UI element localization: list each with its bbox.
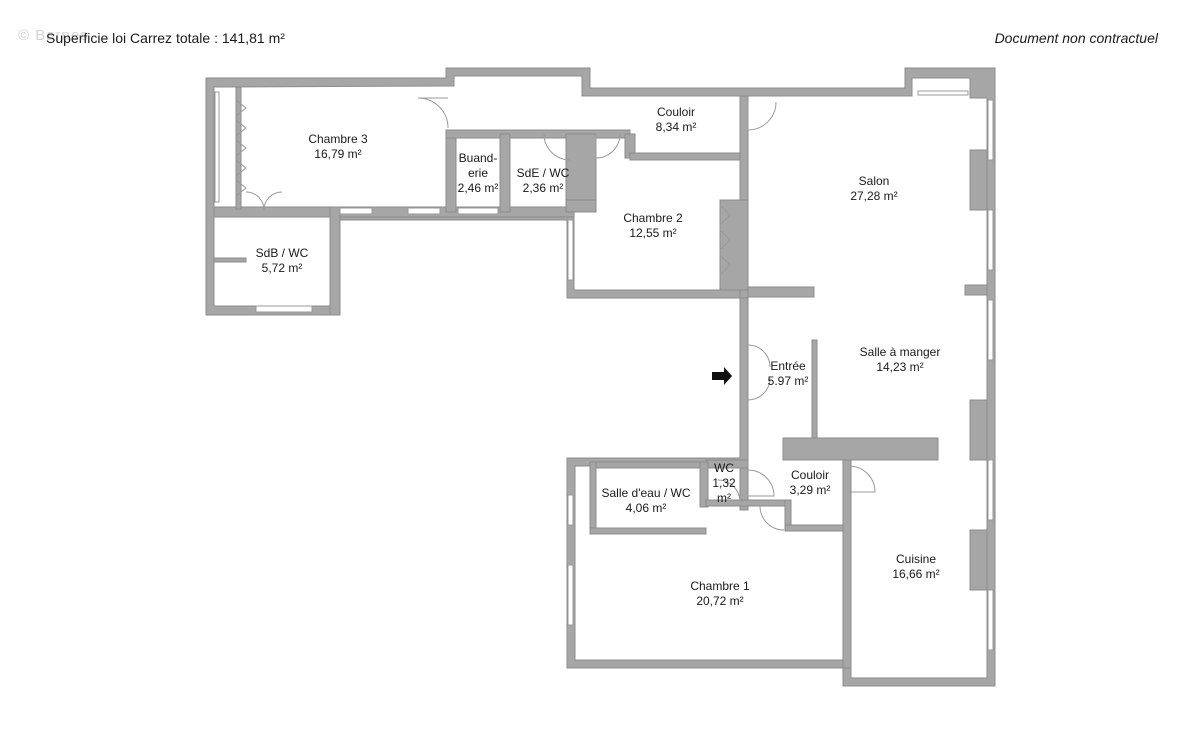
room-name-couloir1: Couloir [657,105,695,119]
room-labels: Chambre 3 16,79 m² Couloir 8,34 m² Buand… [256,105,941,608]
room-area-entree: 5.97 m² [768,374,809,388]
entrance-arrow-icon [712,367,732,385]
door [747,344,771,401]
room-name-entree: Entrée [770,359,806,373]
window [987,209,994,271]
wall [629,152,749,161]
wall [235,86,242,210]
wall [969,399,988,461]
room-name-salon: Salon [859,174,890,188]
room-name-sde-wc: SdE / WC [517,166,570,180]
room-area-salle-a-manger: 14,23 m² [876,360,923,374]
wall [811,339,818,441]
door [848,465,876,493]
windows [214,90,994,651]
watermark: © Barnes [18,27,89,44]
wall [969,149,988,211]
room-area-wc: 1,32 [712,476,736,490]
room-area-wc-unit: m² [717,491,731,505]
wall [213,206,575,218]
window [457,207,499,215]
disclaimer-label: Document non contractuel [994,30,1158,46]
window [567,564,574,626]
room-name-sdb-wc: SdB / WC [256,246,309,260]
wall [719,199,749,291]
window [987,299,994,361]
room-area-chambre2: 12,55 m² [629,226,676,240]
wall [445,129,457,213]
room-name-cuisine: Cuisine [896,552,936,566]
window [255,305,313,313]
window [407,207,441,215]
window [567,494,574,526]
door [759,505,785,531]
room-name-salle-eau: Salle d'eau / WC [602,486,691,500]
wall [213,257,247,263]
wall [964,284,988,296]
door [543,133,571,161]
room-area-couloir2: 3,29 m² [790,483,831,497]
wall [782,437,939,461]
wall [739,95,749,299]
total-area-label: Superficie loi Carrez totale : 141,81 m² [46,30,285,46]
room-area-salle-eau: 4,06 m² [626,501,667,515]
window [917,90,969,96]
doors [235,97,876,531]
window [987,99,994,161]
wall [329,206,341,316]
room-area-chambre1: 20,72 m² [696,594,743,608]
room-area-sdb-wc: 5,72 m² [262,261,303,275]
wall [589,461,707,469]
room-area-cuisine: 16,66 m² [892,567,939,581]
door [245,191,283,211]
closet-doors [235,99,247,197]
window [987,459,994,521]
wall [969,529,988,591]
wall [784,524,848,532]
room-name-couloir2: Couloir [791,468,829,482]
room-name-buanderie-2: erie [468,166,488,180]
wall [565,199,597,213]
room-area-buanderie: 2,46 m² [458,181,499,195]
window [339,207,373,215]
wall [842,459,852,669]
closet-doors [719,204,731,276]
wall [499,133,511,213]
room-name-wc: WC [714,461,734,475]
window [214,91,220,203]
room-name-chambre1: Chambre 1 [690,579,750,593]
window [987,589,994,651]
wall [699,461,709,508]
walls [205,67,996,687]
door [417,97,449,129]
wall [445,129,631,139]
door [747,469,775,497]
room-area-chambre3: 16,79 m² [314,147,361,161]
door [747,101,777,131]
door [717,479,741,503]
room-area-couloir1: 8,34 m² [656,120,697,134]
room-name-salle-a-manger: Salle à manger [860,345,941,359]
room-area-sde-wc: 2,36 m² [523,181,564,195]
window [567,219,574,281]
wall [589,527,707,535]
room-name-buanderie: Buand- [459,151,498,165]
door [595,133,621,159]
room-area-salon: 27,28 m² [850,189,897,203]
wall [747,286,815,298]
room-name-chambre2: Chambre 2 [623,211,683,225]
wall [589,461,597,533]
room-name-chambre3: Chambre 3 [308,132,368,146]
